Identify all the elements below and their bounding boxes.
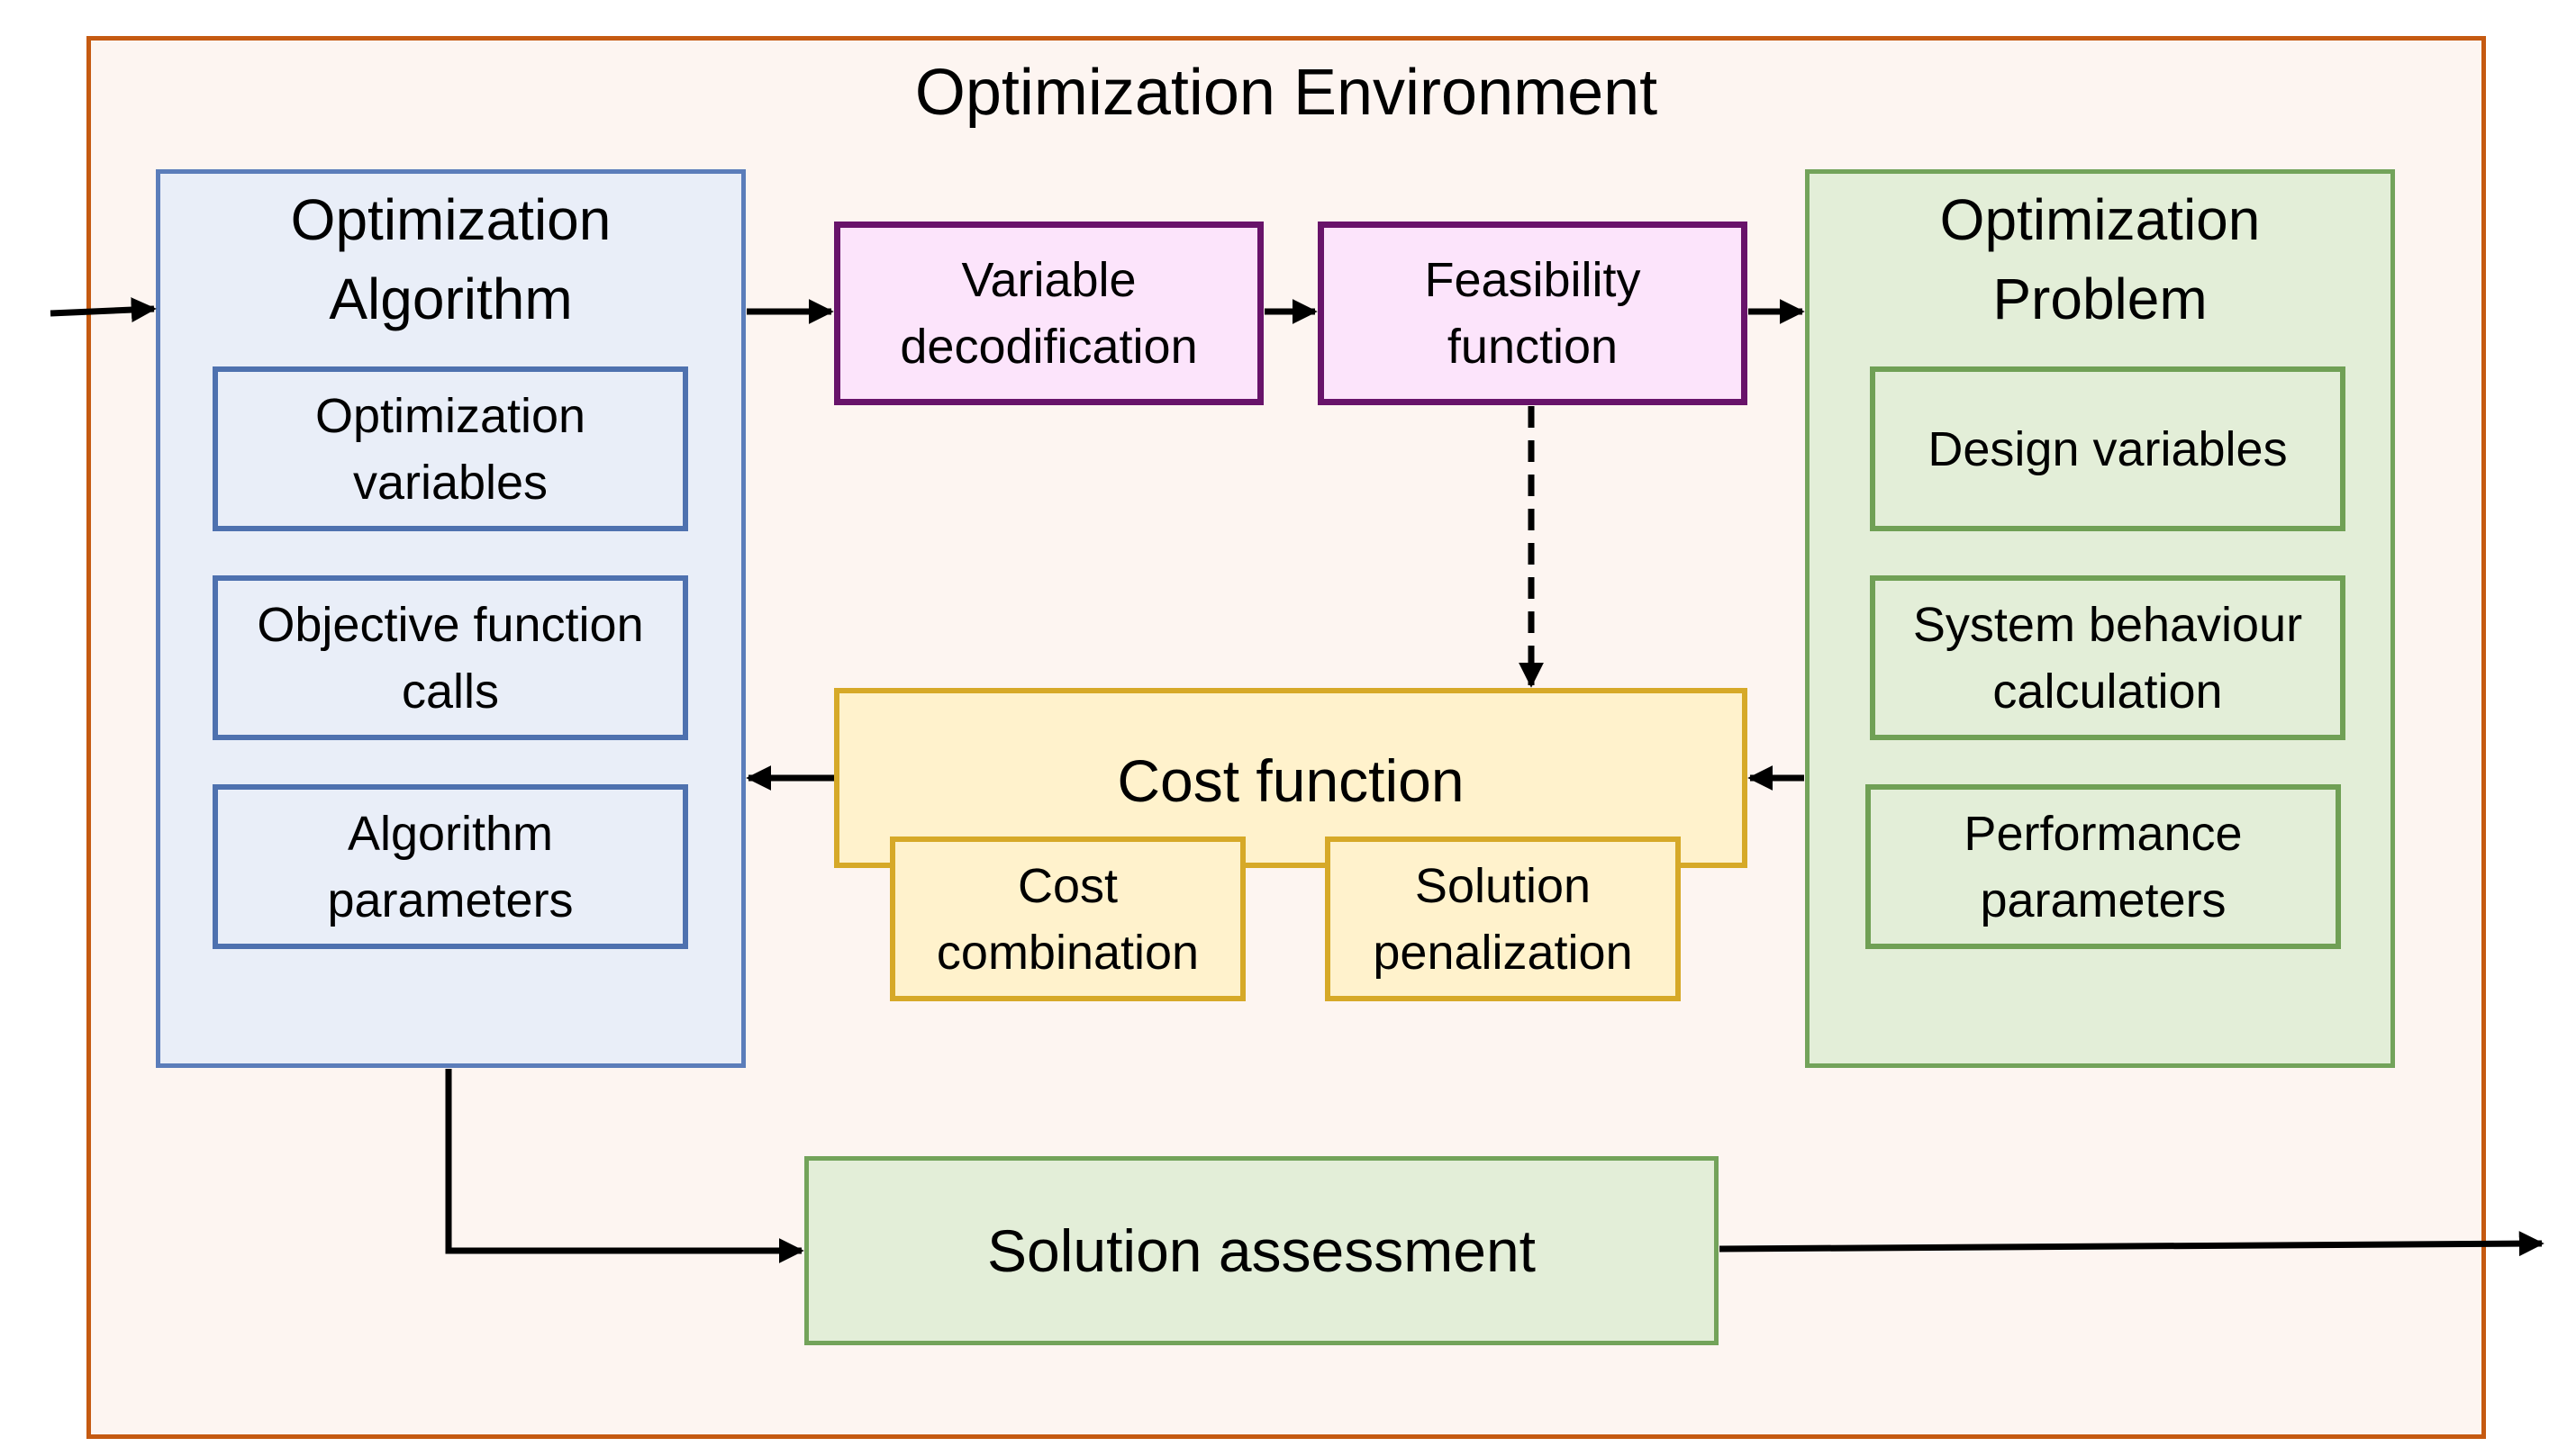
feasibility-function-box: Feasibility function [1318, 222, 1747, 405]
cost-function-title: Cost function [1117, 747, 1465, 814]
algorithm-to-assessment-arrow [445, 1069, 804, 1263]
system-behaviour-line2: calculation [1992, 664, 2223, 719]
solution-penalization-line2: penalization [1373, 925, 1633, 980]
algorithm-title-line1: Optimization [290, 187, 612, 252]
objective-function-calls-box: Objective function calls [213, 575, 688, 740]
environment-title: Optimization Environment [914, 57, 1658, 129]
algorithm-title-line2: Algorithm [329, 267, 573, 331]
performance-parameters-line1: Performance [1964, 806, 2243, 861]
cost-combination-box: Cost combination [890, 837, 1246, 1001]
variable-decodification-line2: decodification [900, 320, 1198, 374]
variable-decodification-box: Variable decodification [834, 222, 1264, 405]
algorithm-parameters-box: Algorithm parameters [213, 784, 688, 949]
optimization-variables-box: Optimization variables [213, 366, 688, 531]
solution-assessment-box: Solution assessment [804, 1156, 1719, 1345]
variable-decodification-line1: Variable [961, 253, 1137, 307]
system-behaviour-calculation-box: System behaviour calculation [1870, 575, 2345, 740]
algorithm-parameters-line1: Algorithm [347, 806, 554, 861]
cost-combination-line1: Cost [1017, 858, 1119, 913]
performance-parameters-box: Performance parameters [1865, 784, 2341, 949]
optimization-variables-line1: Optimization [314, 388, 586, 443]
solution-penalization-line1: Solution [1414, 858, 1592, 913]
design-variables-box: Design variables [1870, 366, 2345, 531]
input-arrow [50, 297, 157, 323]
optimization-variables-line2: variables [352, 455, 549, 510]
cost-combination-line2: combination [936, 925, 1200, 980]
output-arrow [1719, 1231, 2544, 1257]
feasibility-function-line2: function [1447, 320, 1619, 374]
objective-function-calls-line2: calls [401, 664, 500, 719]
problem-title: Optimization Problem [1805, 180, 2395, 339]
system-behaviour-line1: System behaviour [1912, 597, 2303, 652]
problem-title-line2: Problem [1992, 267, 2208, 331]
solution-penalization-box: Solution penalization [1325, 837, 1681, 1001]
problem-title-line1: Optimization [1939, 187, 2261, 252]
design-variables-line1: Design variables [1928, 421, 2288, 476]
algorithm-parameters-line2: parameters [327, 873, 574, 927]
feasibility-function-line1: Feasibility [1424, 253, 1641, 307]
objective-function-calls-line1: Objective function [257, 597, 644, 652]
performance-parameters-line2: parameters [1980, 873, 2227, 927]
algorithm-title: Optimization Algorithm [156, 180, 746, 339]
